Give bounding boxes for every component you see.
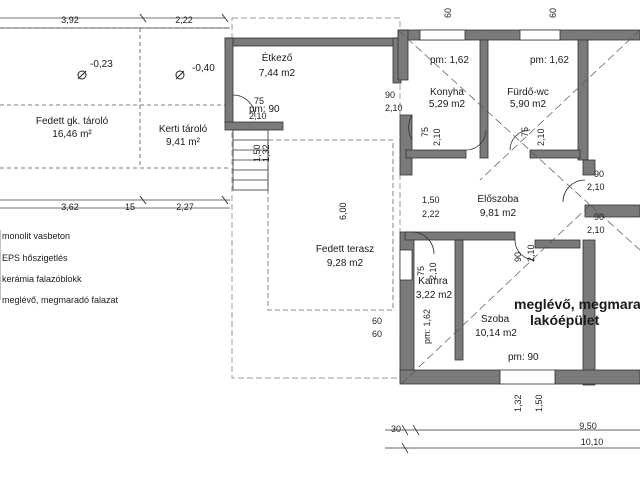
dim-362: 3,62 [61, 202, 79, 212]
parapet-etkezo: pm: 90 [249, 104, 280, 115]
room-name-terasz: Fedett terasz [315, 244, 375, 255]
room-name-szoba: Szoba [480, 314, 510, 325]
room-name-eloszoba: Előszoba [477, 194, 519, 205]
room-name-shed: Kerti tároló [158, 124, 208, 135]
existing-building-line2: lakóépület [530, 312, 600, 328]
room-area-terasz: 9,28 m2 [326, 258, 364, 269]
dim-210b: 2,10 [385, 103, 403, 113]
room-area-eloszoba: 9,81 m2 [479, 208, 517, 219]
dim-950: 9,50 [579, 421, 597, 431]
room-name-furdo: Fürdő-wc [507, 87, 549, 98]
top-dimension-ticks [139, 13, 229, 205]
dim-90b: 90 [594, 169, 605, 179]
dim-top-60a: 60 [443, 7, 453, 18]
dim-60d: 60 [372, 329, 383, 339]
dim-75d: 75 [416, 265, 426, 276]
dim-90a: 90 [385, 90, 396, 100]
dim-150b: 1,50 [422, 195, 440, 205]
dim-60c: 60 [372, 316, 383, 326]
dim-75a: 75 [254, 96, 265, 106]
parapet-furdo: pm: 1,62 [530, 55, 569, 66]
room-name-carport: Fedett gk. tároló [35, 116, 109, 127]
carport-solid-lines [0, 17, 230, 209]
dim-210f: 2,10 [587, 225, 605, 235]
dim-600: 6,00 [338, 202, 348, 220]
dim-227: 2,27 [176, 202, 194, 212]
existing-building-line1: meglévő, megmara [514, 296, 640, 312]
level-marker-1 [77, 70, 87, 80]
dim-210d: 2,10 [536, 128, 546, 146]
legend-item-4: meglévő, megmaradó falazat [2, 295, 119, 305]
room-area-carport: 16,46 m² [52, 129, 92, 140]
level-label-2: -0,40 [192, 63, 215, 74]
dim-210c: 2,10 [432, 128, 442, 146]
legend-item-3: kerámia falazóblokk [2, 274, 82, 284]
parapet-konyha: pm: 1,62 [430, 55, 469, 66]
dim-132a: 1,32 [261, 144, 271, 162]
dim-15: 15 [124, 202, 136, 212]
dim-top-392: 3,92 [61, 15, 79, 25]
dim-top-222: 2,22 [175, 15, 193, 25]
dim-210a: 2,10 [249, 111, 267, 121]
level-marker-2 [175, 70, 185, 80]
room-name-etkezo: Étkező [261, 53, 293, 64]
dim-90c: 90 [594, 212, 605, 222]
dim-75c: 75 [520, 126, 530, 137]
dim-1010: 10,10 [580, 437, 604, 447]
room-area-furdo: 5,90 m2 [509, 99, 547, 110]
legend-item-2: EPS hőszigetlés [2, 253, 68, 263]
dim-top-60b: 60 [548, 7, 558, 18]
dim-210g: 2,10 [526, 244, 536, 262]
stairs [232, 129, 269, 191]
parapet-szoba: pm: 90 [508, 352, 539, 363]
room-area-konyha: 5,29 m2 [428, 99, 466, 110]
legend-item-1: monolit vasbeton [2, 231, 71, 241]
room-area-szoba: 10,14 m2 [475, 328, 517, 339]
dim-150c: 1,50 [534, 394, 544, 412]
windows [399, 29, 561, 385]
dim-222b: 2,22 [422, 209, 440, 219]
dim-75b: 75 [420, 126, 430, 137]
room-area-etkezo: 7,44 m2 [258, 68, 296, 79]
room-area-kamra: 3,22 m2 [415, 290, 453, 301]
terrace-outline [267, 139, 394, 311]
roof-outline [231, 17, 401, 379]
dim-30: 30 [391, 424, 402, 434]
existing-walls [224, 29, 640, 386]
level-label-1: -0,23 [90, 59, 113, 70]
room-name-kamra: Kamra [418, 276, 448, 287]
dim-132b: 1,32 [513, 394, 523, 412]
bottom-dimensions [385, 424, 640, 454]
parapet-kamra: pm: 1,62 [422, 308, 432, 344]
dim-210e: 2,10 [587, 182, 605, 192]
roof-diagonals [397, 29, 640, 386]
dim-90d: 90 [513, 251, 523, 262]
room-name-konyha: Konyha [430, 87, 464, 98]
room-area-shed: 9,41 m² [166, 137, 200, 148]
